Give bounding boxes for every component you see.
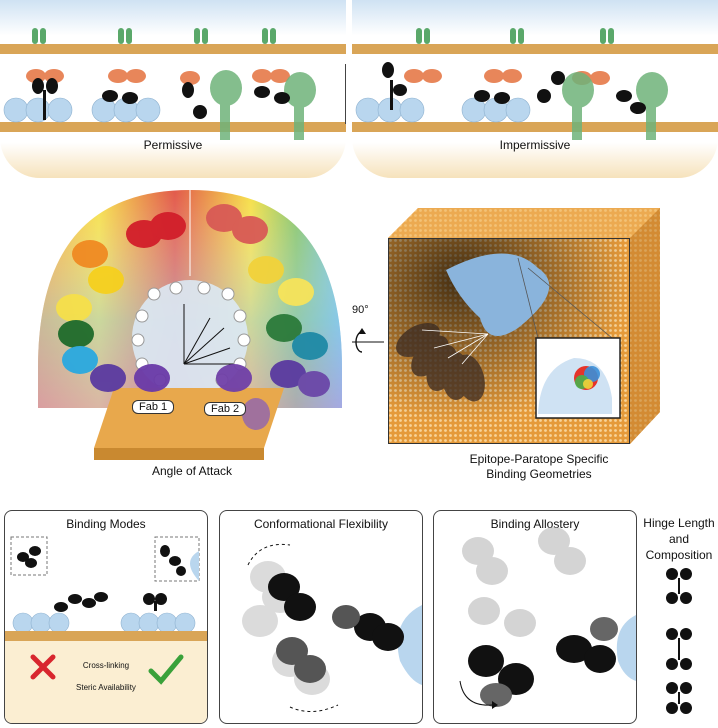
fab1-label: Fab 1: [132, 400, 175, 414]
flexibility-title: Conformational Flexibility: [253, 517, 389, 531]
hinge-antibodies: [666, 568, 692, 714]
impermissive-diagram: [352, 28, 718, 140]
cross-linking-label: Cross-linking: [82, 661, 130, 670]
hinge-title-line2: and: [668, 532, 690, 546]
epitope-label-line2: Binding Geometries: [486, 467, 592, 481]
flexibility-diagram: [242, 543, 422, 712]
binding-modes-panel: Binding Modes Cross-linking Steric Avail…: [4, 510, 208, 724]
permissive-label: Permissive: [143, 138, 203, 152]
top-divider-bracket: [345, 64, 346, 124]
hinge-column: Hinge Length and Composition: [640, 510, 718, 722]
binding-modes-diagram: [5, 536, 207, 723]
epitope-label-line1: Epitope-Paratope Specific: [469, 452, 609, 466]
allostery-diagram: [459, 527, 636, 709]
hinge-title-line1: Hinge Length: [643, 516, 715, 530]
permissive-diagram: [0, 28, 346, 140]
epitope-cube-diagram: [388, 208, 660, 446]
hinge-title-line3: Composition: [645, 548, 713, 562]
conformational-flexibility-panel: Conformational Flexibility: [219, 510, 423, 724]
binding-allostery-panel: Binding Allostery: [433, 510, 637, 724]
check-icon: [148, 654, 184, 685]
impermissive-label: Impermissive: [499, 138, 571, 152]
rotation-label: 90°: [352, 304, 369, 316]
cross-icon: [30, 654, 56, 680]
fab2-label: Fab 2: [204, 402, 247, 416]
angle-of-attack-label: Angle of Attack: [151, 464, 233, 478]
angle-of-attack-diagram: Fab 1 Fab 2 Angle of Attack: [34, 188, 350, 488]
top-panel-impermissive: Impermissive: [352, 0, 718, 178]
binding-modes-title: Binding Modes: [66, 517, 146, 531]
top-panel-permissive: Permissive: [0, 0, 346, 178]
rotate-arrow-icon: [350, 318, 386, 362]
steric-availability-label: Steric Availability: [76, 683, 136, 692]
